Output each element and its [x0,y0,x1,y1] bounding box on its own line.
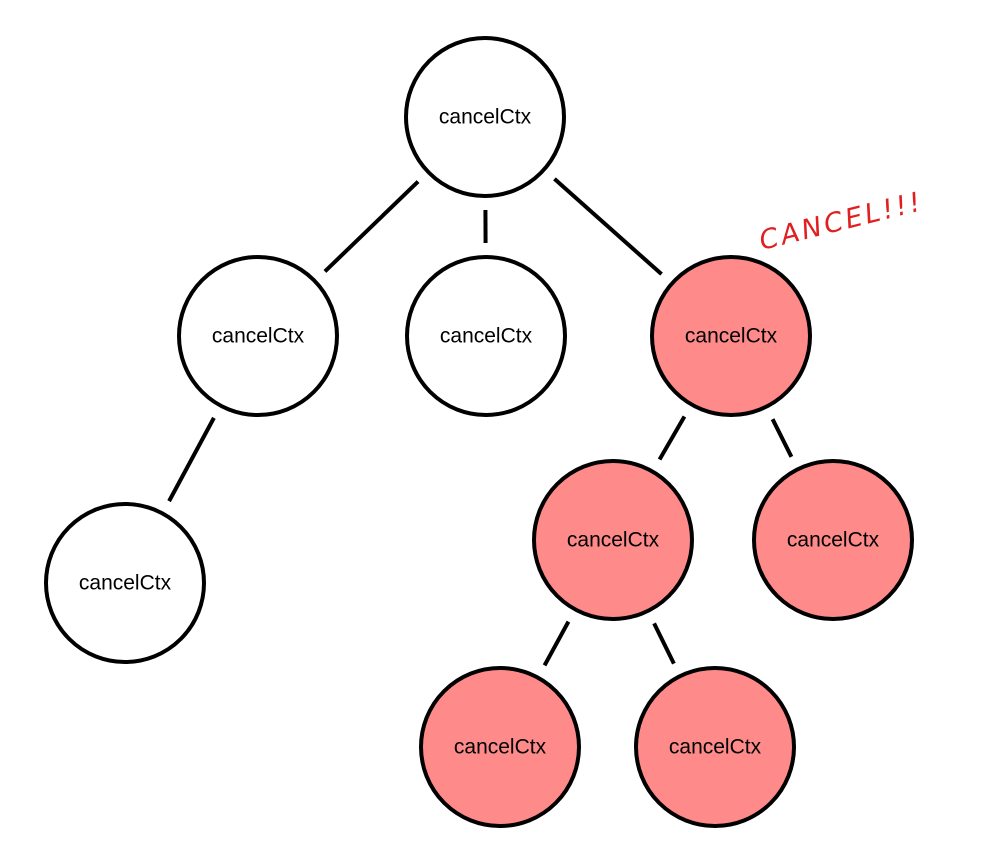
node-label: cancelCtx [79,572,172,595]
node-circle [405,255,567,417]
node-left-child: cancelCtx [44,502,206,664]
node-middle: cancelCtx [405,255,567,417]
node-left: cancelCtx [177,255,339,417]
node-circle [650,255,812,417]
edge-root-to-right [553,177,663,276]
node-label: cancelCtx [669,736,762,759]
node-right-left-left: cancelCtx [419,666,581,828]
node-right-left: cancelCtx [532,459,694,621]
cancel-annotation: CANCEL!!! [756,186,926,257]
edge-root-to-left [323,180,420,273]
node-label: cancelCtx [212,325,305,348]
edge-right-to-right-left [657,415,687,461]
tree-nodes: cancelCtx cancelCtx cancelCtx cancelCtx canc… [44,36,914,828]
edge-left-to-left-child [167,416,216,503]
edge-right-left-to-right-left-left [542,620,571,667]
node-label: cancelCtx [454,736,547,759]
node-root: cancelCtx [404,36,566,198]
node-circle [634,666,796,828]
node-circle [752,459,914,621]
tree-edges [167,177,794,667]
node-circle [532,459,694,621]
node-label: cancelCtx [440,325,533,348]
node-circle [177,255,339,417]
edge-right-to-right-right [770,418,794,458]
node-label: cancelCtx [685,325,778,348]
node-label: cancelCtx [439,106,532,129]
node-right-right: cancelCtx [752,459,914,621]
node-label: cancelCtx [787,529,880,552]
edge-right-left-to-right-left-right [652,622,676,665]
node-right-left-right: cancelCtx [634,666,796,828]
node-circle [419,666,581,828]
node-label: cancelCtx [567,529,660,552]
node-circle [44,502,206,664]
node-right: cancelCtx [650,255,812,417]
node-circle [404,36,566,198]
